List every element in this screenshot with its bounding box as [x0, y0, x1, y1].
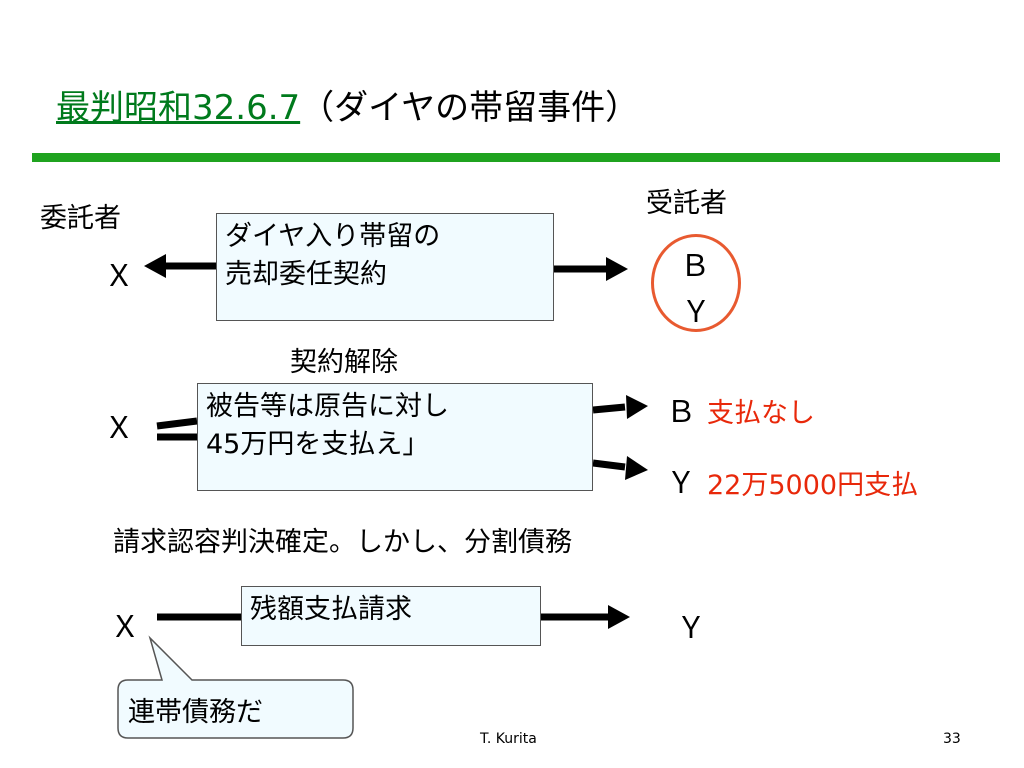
footer-author: T. Kurita	[480, 731, 537, 747]
party-y-row1: Ｙ	[681, 295, 711, 330]
arrow-box1-to-x-head	[144, 254, 166, 278]
commission-contract-line2: 売却委任契約	[225, 259, 387, 290]
case-reference-link[interactable]: 最判昭和32.6.7	[56, 88, 301, 128]
party-y-row3: Ｙ	[676, 611, 706, 646]
consignor-label: 委託者	[40, 203, 121, 234]
party-b-row1: Ｂ	[680, 249, 710, 284]
arrow-box2-to-y-head	[625, 456, 648, 480]
party-x-row1: Ｘ	[104, 259, 134, 294]
remaining-claim-label: 残額支払請求	[250, 594, 412, 625]
joint-liability-callout: 連帯債務だ	[128, 697, 263, 728]
callout-bubble	[117, 635, 354, 739]
judgment-order-line1: 被告等は原告に対し	[206, 391, 449, 422]
page-number: 33	[943, 731, 961, 747]
judgment-statement: 請求認容判決確定。しかし、分割債務	[113, 527, 572, 558]
remaining-claim-box: 残額支払請求	[241, 586, 541, 646]
y-payment-status: 22万5000円支払	[707, 470, 919, 501]
case-name: （ダイヤの帯留事件）	[300, 88, 640, 128]
party-x-row2: Ｘ	[104, 411, 134, 446]
slide-title: 最判昭和32.6.7（ダイヤの帯留事件）	[56, 80, 639, 129]
fork-x-upper	[156, 417, 198, 430]
party-b-row2: Ｂ	[666, 395, 696, 430]
party-y-row2: Ｙ	[666, 466, 696, 501]
arrow-box2-to-b-shaft	[592, 403, 626, 414]
b-payment-status: 支払なし	[707, 398, 815, 429]
rescission-label: 契約解除	[290, 347, 398, 378]
title-divider	[32, 153, 1000, 162]
commission-contract-line1: ダイヤ入り帯留の	[225, 221, 441, 252]
arrow-box1-to-by-head	[606, 257, 628, 281]
consignee-label: 受託者	[646, 188, 727, 219]
arrow-box3-to-y-head	[608, 605, 630, 629]
party-x-row3: Ｘ	[110, 610, 140, 645]
party-by-circle	[651, 234, 741, 332]
arrow-box2-to-y-shaft	[592, 459, 626, 471]
judgment-order-line2: 45万円を支払え」	[206, 429, 430, 460]
judgment-order-box: 被告等は原告に対し 45万円を支払え」	[197, 383, 593, 491]
commission-contract-box: ダイヤ入り帯留の 売却委任契約	[216, 213, 554, 321]
arrow-box2-to-b-head	[626, 395, 648, 419]
